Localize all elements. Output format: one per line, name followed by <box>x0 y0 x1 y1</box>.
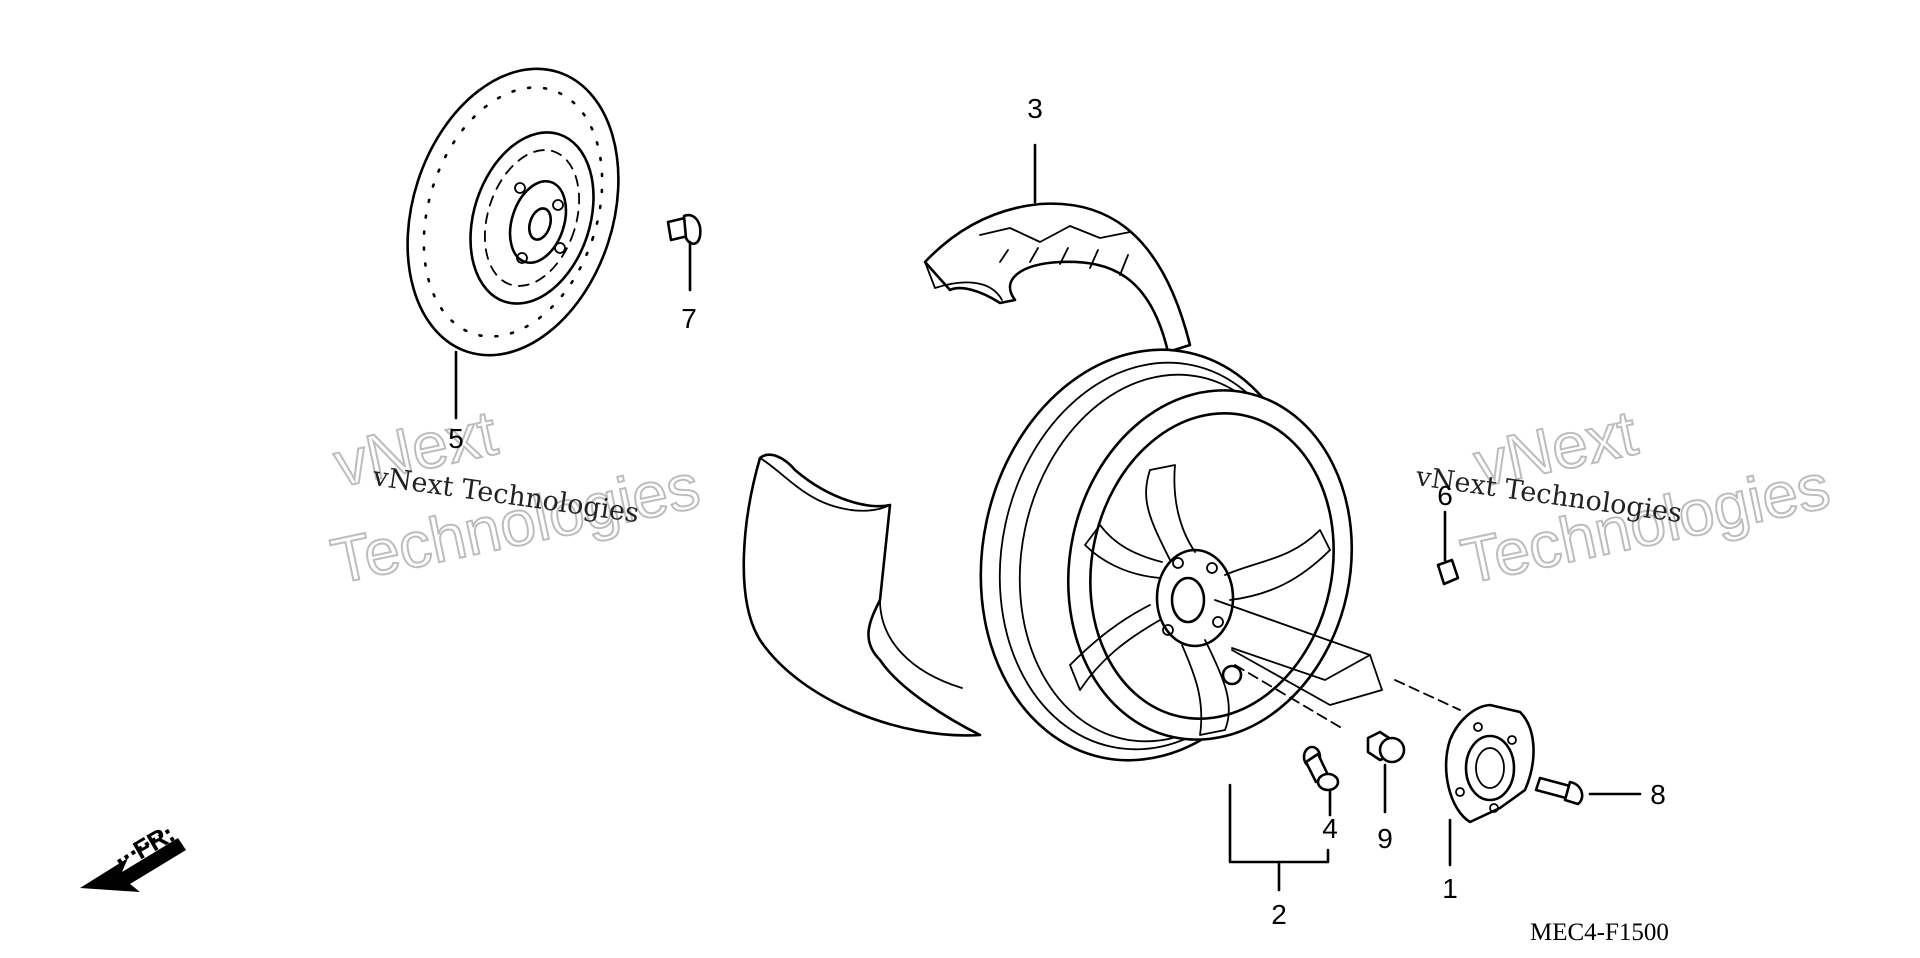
callout-3: 3 <box>1027 93 1043 124</box>
callout-7: 7 <box>681 303 697 334</box>
hub-flange <box>1444 703 1535 867</box>
valve-nut <box>1366 730 1406 814</box>
watermark-right: vNext Technologies vNext Technologies <box>1413 395 1837 598</box>
callout-1: 1 <box>1442 873 1458 904</box>
brake-disc <box>406 67 620 357</box>
front-direction-arrow-icon <box>80 828 186 892</box>
diagram-code: MEC4-F1500 <box>1530 919 1669 946</box>
balance-weight <box>1436 510 1460 586</box>
tire <box>742 143 1192 737</box>
callout-9: 9 <box>1377 823 1393 854</box>
disc-bolt <box>666 213 702 292</box>
callout-8: 8 <box>1650 779 1666 810</box>
watermark-left: vNext Technologies vNext Technologies <box>324 395 706 598</box>
callout-6: 6 <box>1437 480 1453 511</box>
tire-valve <box>1302 745 1340 817</box>
callout-5: 5 <box>448 423 464 454</box>
flange-bolt <box>1534 776 1642 806</box>
wheel-rim <box>979 348 1461 892</box>
callout-4: 4 <box>1322 813 1338 844</box>
callout-2: 2 <box>1271 899 1287 930</box>
